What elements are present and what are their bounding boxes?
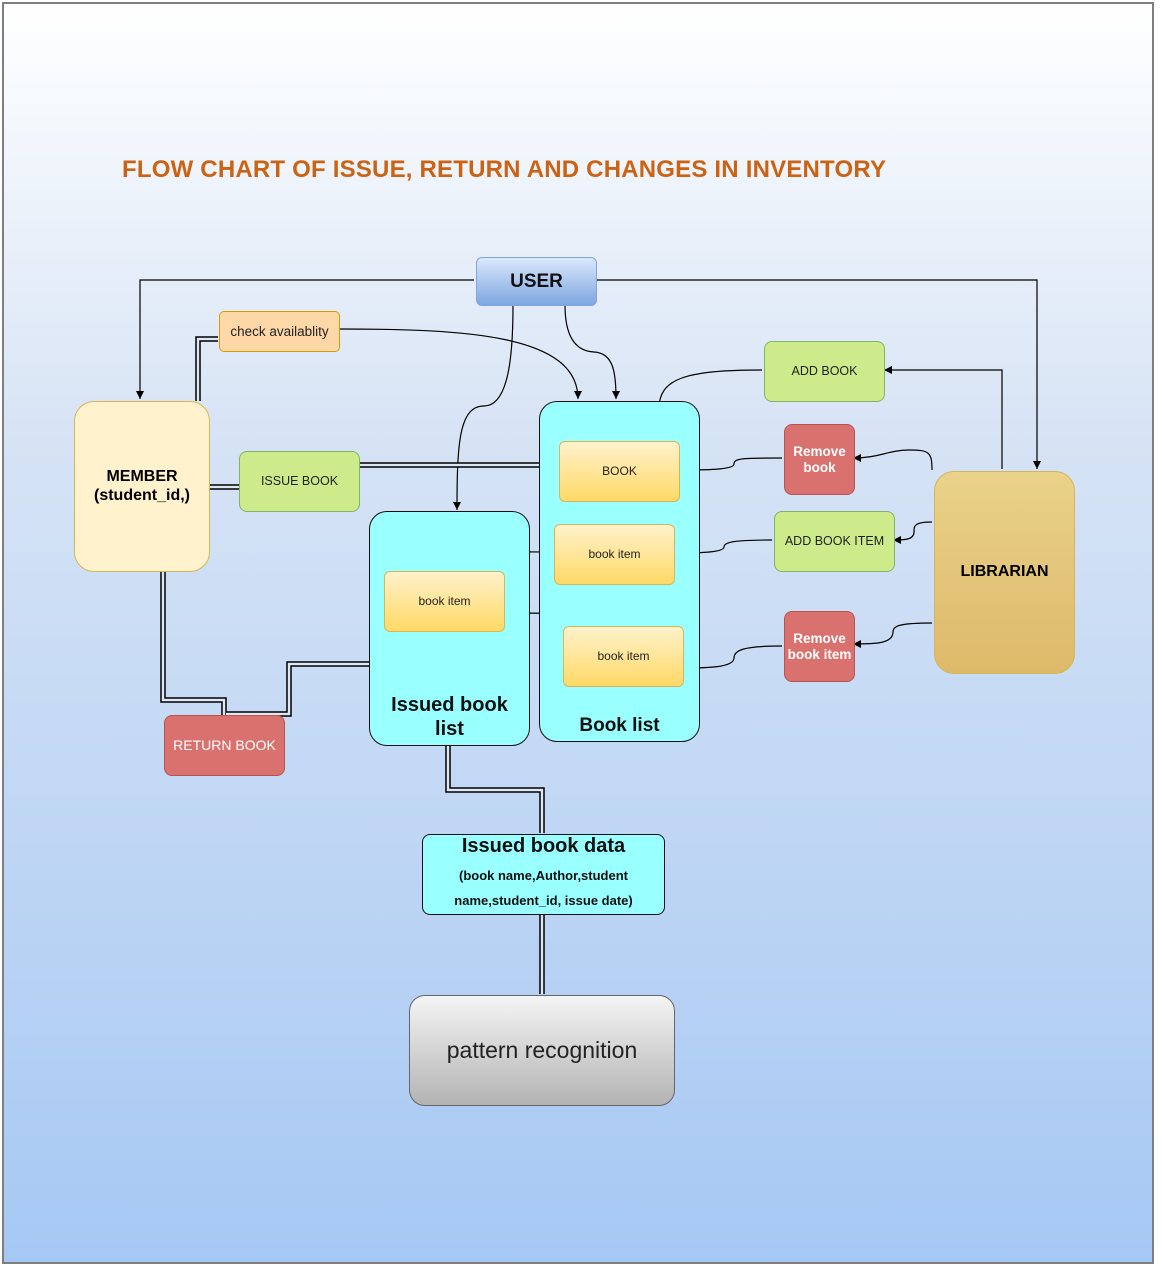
edge-librarian-remove-item xyxy=(852,622,933,648)
issued-book-data-title: Issued book data xyxy=(461,835,626,858)
diagram-title: FLOW CHART OF ISSUE, RETURN AND CHANGES … xyxy=(122,156,887,183)
issue-book-label: ISSUE BOOK xyxy=(260,474,339,489)
link-issued-list-data-outer xyxy=(445,744,545,833)
book-label: BOOK xyxy=(602,463,637,478)
book-list-item-node-1: book item xyxy=(554,524,675,585)
return-book-node: RETURN BOOK xyxy=(164,715,285,776)
book-node: BOOK xyxy=(559,441,680,502)
issued-book-data-fields-1: (book name,Author,student xyxy=(459,868,628,884)
librarian-label: LIBRARIAN xyxy=(960,563,1049,581)
remove-book-label-1: Remove xyxy=(793,443,846,459)
issued-book-data-node: Issued book data (book name,Author,stude… xyxy=(422,834,665,915)
issued-book-list-label-1: Issued book xyxy=(391,694,508,716)
issued-book-item-node: book item xyxy=(384,571,505,632)
issued-book-list-label-2: list xyxy=(435,718,464,740)
remove-book-label-2: book xyxy=(803,459,836,475)
link-member-return-inner xyxy=(161,571,226,716)
issued-book-data-fields: (book name,Author,student name,student_i… xyxy=(444,864,642,913)
link-issued-list-data-inner xyxy=(446,744,544,833)
remove-book-item-label-2: book item xyxy=(787,646,852,662)
edge-check-book-list xyxy=(337,328,582,400)
book-list-item-label-2: book item xyxy=(597,648,650,663)
remove-book-item-label-1: Remove xyxy=(793,630,846,646)
member-node: MEMBER (student_id,) xyxy=(74,401,210,572)
edge-remove-item-book-item xyxy=(681,645,783,672)
add-book-item-label: ADD BOOK ITEM xyxy=(784,534,885,549)
issued-book-data-fields-2: name,student_id, issue date) xyxy=(454,893,633,908)
user-node: USER xyxy=(476,257,597,306)
add-book-label: ADD BOOK xyxy=(791,364,858,379)
link-member-return-outer xyxy=(160,571,227,716)
edge-user-librarian xyxy=(595,279,1041,469)
edge-librarian-remove-book xyxy=(852,449,933,471)
check-availability-node: check availablity xyxy=(219,311,340,352)
librarian-node: LIBRARIAN xyxy=(934,471,1075,674)
issued-book-item-label: book item xyxy=(418,593,471,608)
remove-book-node: Remove book xyxy=(784,424,855,495)
add-book-node: ADD BOOK xyxy=(764,341,885,402)
edge-librarian-add-item xyxy=(892,521,933,544)
add-book-item-node: ADD BOOK ITEM xyxy=(774,511,895,572)
edge-remove-book-book xyxy=(677,457,783,474)
book-list-item-label-1: book item xyxy=(588,546,641,561)
check-availability-label: check availablity xyxy=(230,323,329,339)
remove-book-item-node: Remove book item xyxy=(784,611,855,682)
issued-book-list-label: Issued book list xyxy=(370,693,529,741)
issue-book-node: ISSUE BOOK xyxy=(239,451,360,512)
edge-user-issued-list xyxy=(453,304,514,511)
link-member-check-inner xyxy=(196,337,218,401)
edge-user-book-list xyxy=(564,304,620,400)
edge-librarian-add-book xyxy=(884,366,1003,469)
pattern-recognition-node: pattern recognition xyxy=(409,995,675,1106)
member-id-label: (student_id,) xyxy=(94,486,190,504)
return-book-label: RETURN BOOK xyxy=(173,737,276,754)
book-list-item-node-2: book item xyxy=(563,626,684,687)
book-list-label: Book list xyxy=(579,715,660,736)
link-member-check-outer xyxy=(195,336,218,401)
edge-user-member xyxy=(136,279,474,399)
member-label: MEMBER xyxy=(106,468,178,486)
user-label: USER xyxy=(510,270,563,292)
pattern-recognition-label: pattern recognition xyxy=(446,1037,638,1064)
